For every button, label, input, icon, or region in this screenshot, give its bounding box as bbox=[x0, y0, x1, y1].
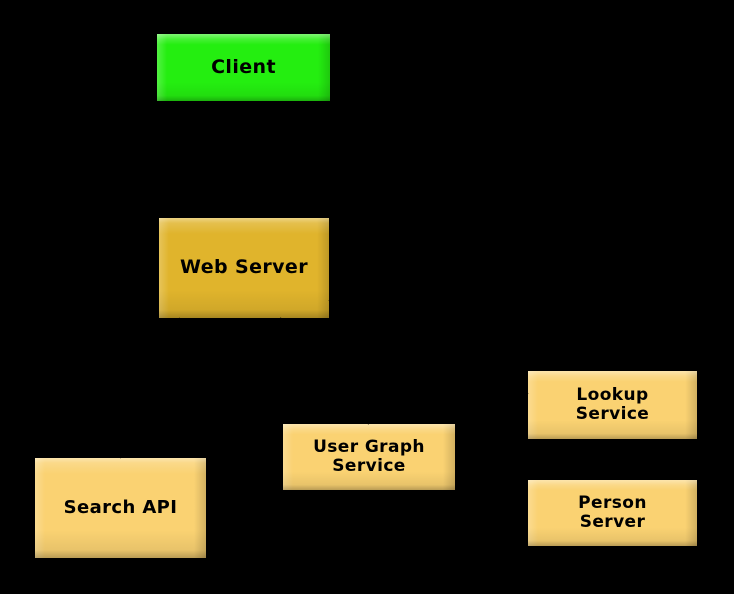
edge-web-server-to-search-api bbox=[119, 317, 181, 459]
node-lookup-service-label: Lookup Service bbox=[575, 384, 650, 424]
edge-web-server-to-user-graph-service bbox=[279, 317, 370, 425]
node-client[interactable]: Client bbox=[157, 34, 330, 101]
node-person-server[interactable]: Person Server bbox=[528, 480, 697, 546]
node-user-graph-service[interactable]: User Graph Service bbox=[283, 424, 455, 490]
node-client-label: Client bbox=[211, 55, 276, 78]
node-user-graph-service-label: User Graph Service bbox=[313, 436, 425, 476]
node-search-api[interactable]: Search API bbox=[35, 458, 206, 558]
node-web-server[interactable]: Web Server bbox=[159, 218, 329, 318]
edge-web-server-to-lookup-service bbox=[328, 299, 529, 395]
node-web-server-label: Web Server bbox=[180, 256, 308, 279]
node-search-api-label: Search API bbox=[63, 496, 178, 518]
node-person-server-label: Person Server bbox=[578, 492, 647, 532]
node-lookup-service[interactable]: Lookup Service bbox=[528, 371, 697, 439]
